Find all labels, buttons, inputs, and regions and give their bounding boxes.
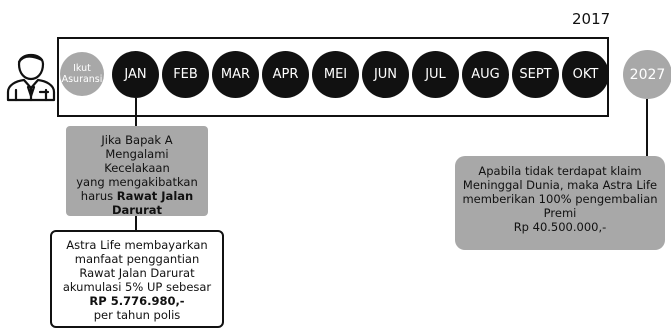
connector-box-line [135, 216, 137, 230]
box3-amount: Rp 40.500.000,- [513, 220, 607, 234]
accident-condition-box: Jika Bapak A Mengalami Kecelakaan yang m… [66, 126, 208, 217]
month-circle-feb: FEB [162, 51, 209, 98]
month-circle-mar: MAR [212, 51, 259, 98]
box3-line2: Meninggal Dunia, maka Astra Life [462, 178, 658, 192]
box2-line2: manfaat penggantian [74, 252, 200, 266]
year-end-circle: 2027 [623, 50, 671, 99]
person-icon [6, 53, 56, 102]
box2-amount: RP 5.776.980,- [89, 294, 185, 308]
box1-line4-bold: Rawat Jalan [116, 189, 194, 203]
box1-line5: Darurat [72, 203, 202, 217]
box2-line3: Rawat Jalan Darurat [79, 266, 195, 280]
box3-line4: Premi [543, 206, 577, 220]
connector-jan-line [135, 98, 137, 126]
ikut-label: Ikut [73, 63, 91, 74]
month-circle-aug: AUG [462, 51, 509, 98]
asuransi-label: Asuransi [61, 74, 103, 85]
box1-line2: Mengalami Kecelakaan [104, 147, 170, 175]
box1-line3: yang mengakibatkan [76, 175, 198, 189]
connector-2027-line [646, 99, 648, 156]
box3-line1: Apabila tidak terdapat klaim [478, 164, 642, 178]
benefit-payment-box: Astra Life membayarkan manfaat pengganti… [50, 230, 224, 328]
month-circle-sept: SEPT [512, 51, 559, 98]
box2-line5: RP 5.776.980,- [58, 294, 216, 308]
box2-line1: Astra Life membayarkan [66, 238, 208, 252]
box1-line1: Jika Bapak A [101, 133, 173, 147]
box1-line5-bold: Darurat [111, 203, 163, 217]
month-circle-apr: APR [262, 51, 309, 98]
box2-line4: akumulasi 5% UP sebesar [62, 280, 212, 294]
box3-line3: memberikan 100% pengembalian [462, 192, 658, 206]
month-circle-jun: JUN [362, 51, 409, 98]
month-circle-okt: OKT [562, 51, 609, 98]
month-circle-jul: JUL [412, 51, 459, 98]
box2-line6: per tahun polis [93, 308, 181, 322]
ikut-asuransi-circle: Ikut Asuransi [60, 52, 104, 96]
premium-return-box: Apabila tidak terdapat klaim Meninggal D… [455, 156, 665, 250]
year-start-label: 2017 [572, 10, 611, 28]
box1-line4: harus Rawat Jalan [72, 189, 202, 203]
month-circle-mei: MEI [312, 51, 359, 98]
month-circle-jan: JAN [112, 51, 159, 98]
box1-line4-prefix: harus [80, 189, 117, 203]
